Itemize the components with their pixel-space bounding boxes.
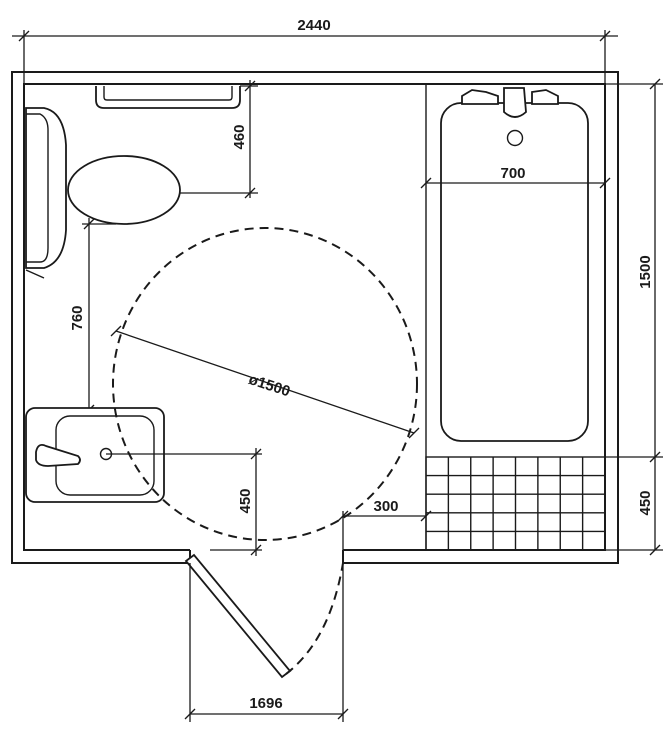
towel-rail-top	[95, 86, 241, 109]
dimension-bath-width: 700	[420, 165, 611, 189]
wc-bowl	[67, 155, 181, 225]
turning-circle-label: ø1500	[247, 371, 293, 400]
outer-wall	[11, 71, 619, 564]
dimension-right: 1500 450	[605, 78, 663, 556]
wc-to-basin-label: 760	[69, 305, 86, 330]
basin-clearance-label: 450	[237, 488, 254, 513]
bathtub	[440, 87, 589, 442]
dimension-door-offset: 300	[337, 498, 432, 550]
dimension-wc-clearance: 460	[180, 80, 258, 199]
overall-width-label: 2440	[297, 17, 330, 34]
washbasin	[25, 407, 165, 503]
floor-tiles	[425, 456, 606, 551]
wc-clearance-label: 460	[231, 124, 248, 149]
dimension-basin-clearance: 450	[106, 448, 262, 556]
bath-length-label: 1500	[637, 255, 654, 288]
turning-circle: ø1500	[110, 227, 420, 541]
door-opening-label: 1696	[249, 695, 282, 712]
dimension-overall-width: 2440	[12, 17, 618, 84]
dimension-door-opening: 1696	[184, 563, 349, 722]
bath-width-label: 700	[500, 165, 525, 182]
door	[184, 553, 344, 679]
end-space-label: 450	[637, 490, 654, 515]
dimension-wc-to-basin: 760	[69, 218, 116, 416]
wc-cistern	[25, 107, 67, 279]
door-offset-label: 300	[373, 498, 398, 515]
